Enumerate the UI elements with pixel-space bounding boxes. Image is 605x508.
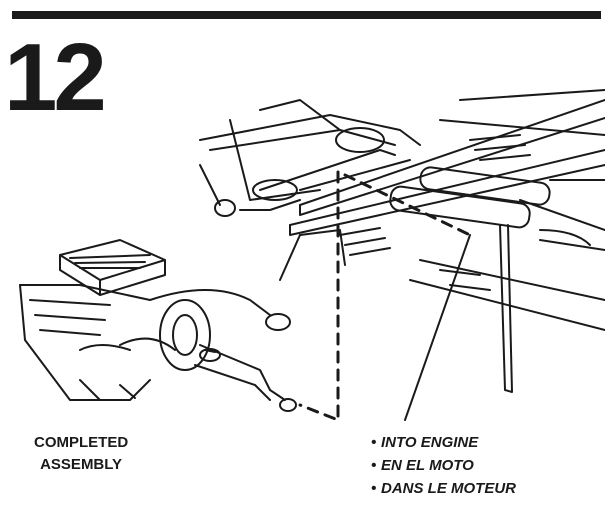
bullet: • [371,457,377,474]
instruction-item: •DANS LE MOTEUR [371,477,516,500]
install-guide-line [298,170,472,422]
header-rule [12,11,601,19]
assembly-caption: COMPLETED ASSEMBLY [34,432,128,476]
callout-leader-line [404,234,471,421]
instruction-item: •EN EL MOTO [371,454,516,477]
engine-assembly [19,239,297,412]
chassis-frame [279,89,605,393]
instruction-list: •INTO ENGINE •EN EL MOTO •DANS LE MOTEUR [371,431,516,500]
instruction-text: DANS LE MOTEUR [381,480,516,497]
instruction-text: INTO ENGINE [381,434,479,451]
step-number: 12 [4,24,107,131]
front-suspension [199,99,421,217]
instruction-text: EN EL MOTO [381,457,474,474]
assembly-caption-line1: COMPLETED [34,434,129,451]
frame-exhaust [389,166,591,246]
instruction-item: •INTO ENGINE [371,431,516,454]
bullet: • [371,480,377,497]
assembly-caption-line2: ASSEMBLY [40,456,123,473]
bullet: • [371,434,377,451]
